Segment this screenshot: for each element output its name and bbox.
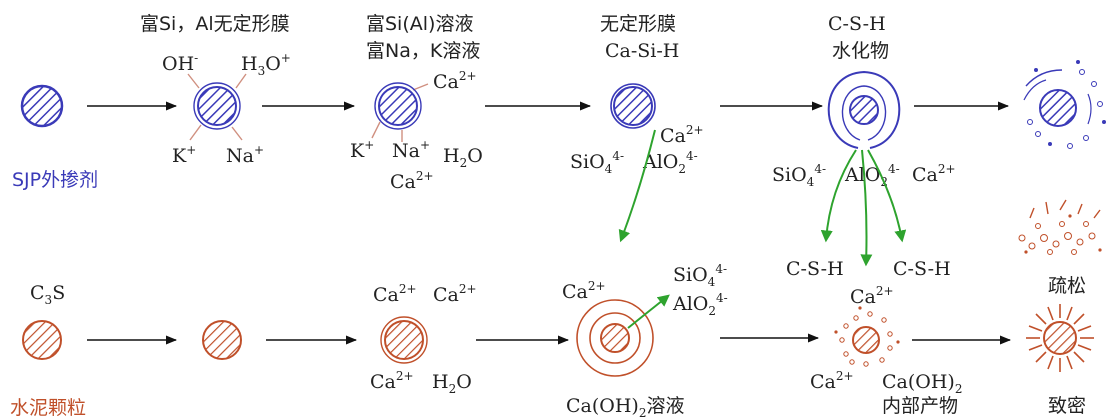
cement-particle-4 (600, 323, 630, 353)
green-arrow-release (627, 294, 670, 329)
h3o-ion-label: H3O+ (241, 51, 291, 78)
green-arrow-csh-right (867, 149, 907, 243)
dense-label: 致密 (1048, 395, 1086, 417)
cement-particle-1 (22, 320, 62, 360)
csh-label-left: C-S-H (786, 258, 844, 280)
stage4-film-ring (610, 83, 656, 129)
k-ion-label-1: K+ (172, 143, 196, 167)
sio4-label-2: SiO44- (772, 162, 826, 189)
stage2-particle (197, 86, 237, 126)
ca-ion-label-5: Ca2+ (373, 282, 417, 306)
stage5-title-1: C-S-H (828, 13, 886, 35)
csh-label-right: C-S-H (893, 258, 951, 280)
ca-ion-label-2: Ca2+ (390, 169, 434, 193)
caoh2-outer-ring (576, 299, 654, 377)
stage5-title-2: 水化物 (832, 40, 889, 62)
caoh2-label-2: Ca(OH)2 (882, 371, 962, 396)
na-ion-label-1: Na+ (226, 143, 264, 167)
sjp-particle-1 (20, 84, 64, 128)
ca-ion-label-6: Ca2+ (433, 282, 477, 306)
stage2-title: 富Si，Al无定形膜 (140, 13, 290, 35)
stage3-title-2: 富Na，K溶液 (366, 40, 480, 62)
caoh2-solution-label: Ca(OH)2溶液 (566, 395, 685, 419)
na-ion-label-2: Na+ (392, 138, 430, 162)
green-arrow-csh-middle (860, 149, 873, 267)
stage5-particle (849, 95, 879, 125)
sjp-name-label: SJP外掺剂 (12, 169, 98, 191)
inner-product-particle (834, 306, 900, 367)
stage4-title-1: 无定形膜 (600, 13, 676, 35)
green-arrow-csh-left (820, 149, 857, 243)
stage4-particle (613, 86, 653, 126)
ca-ion-label-8: Ca2+ (562, 279, 606, 303)
alo2-label-1: AlO24- (642, 149, 698, 176)
stage2-film-ring (193, 82, 241, 130)
h2o-label-1: H2O (443, 145, 483, 170)
ca-ion-label-9: Ca2+ (850, 284, 894, 308)
alo2-label-3: AlO24- (672, 291, 728, 318)
ca-ion-label-3: Ca2+ (660, 123, 704, 147)
caoh2-inner-ring (589, 312, 641, 364)
stage3-particle-group (371, 82, 429, 142)
c3s-label: C3S (30, 282, 65, 307)
stage2-particle-group (187, 73, 247, 141)
csh-membrane-shape (827, 70, 901, 149)
inner-product-label: 内部产物 (882, 395, 958, 417)
cement-name-label: 水泥颗粒 (10, 397, 86, 419)
loose-label: 疏松 (1048, 275, 1086, 297)
stage3-particle (378, 86, 418, 126)
alo2-label-2: AlO24- (844, 162, 900, 189)
k-ion-label-2: K+ (350, 138, 374, 162)
sio4-label-1: SiO44- (570, 149, 624, 176)
sio4-label-3: SiO44- (673, 262, 727, 289)
stage3-title-1: 富Si(Al)溶液 (366, 13, 473, 35)
stage3-film-ring (374, 82, 422, 130)
dense-structure-illustration (1026, 304, 1094, 372)
loose-structure-illustration (1018, 199, 1102, 255)
green-arrow-stage4 (618, 129, 656, 243)
cement-particle-3 (384, 320, 424, 360)
cement-particle-3-ring (380, 316, 428, 364)
ca-ion-label-1: Ca2+ (433, 69, 477, 93)
ca-ion-label-4: Ca2+ (912, 162, 956, 186)
csh-inner-membrane (841, 85, 887, 141)
cement-particle-2 (202, 320, 242, 360)
ca-ion-label-10: Ca2+ (810, 369, 854, 393)
sjp-dispersed-particle (1023, 60, 1106, 149)
h2o-label-2: H2O (432, 371, 472, 396)
oh-ion-label: OH- (162, 51, 198, 75)
ca-ion-label-7: Ca2+ (370, 369, 414, 393)
stage4-title-2: Ca-Si-H (605, 40, 679, 62)
